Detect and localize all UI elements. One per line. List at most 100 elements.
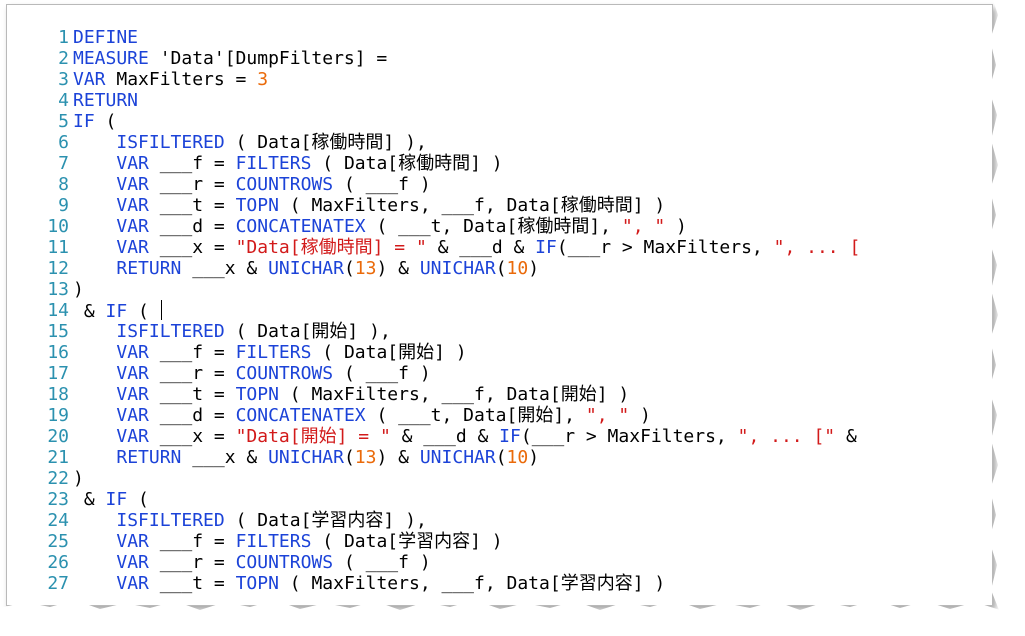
code-line[interactable]: 11 VAR ___x = "Data[稼働時間] = " & ___d & I… bbox=[21, 237, 981, 258]
code-token: & bbox=[73, 301, 106, 322]
code-token: ) bbox=[73, 468, 84, 489]
code-token: & ___d & bbox=[426, 237, 536, 258]
code-token bbox=[73, 573, 116, 594]
line-number: 8 bbox=[58, 174, 69, 195]
code-text: VAR ___t = TOPN ( MaxFilters, ___f, Data… bbox=[73, 573, 665, 594]
code-token: RETURN bbox=[73, 90, 139, 111]
line-number: 6 bbox=[58, 132, 69, 153]
code-line[interactable]: 12 RETURN ___x & UNICHAR(13) & UNICHAR(1… bbox=[21, 258, 981, 279]
line-number: 4 bbox=[58, 90, 69, 111]
code-token: ___x & bbox=[181, 258, 269, 279]
code-token: ( ___f ) bbox=[333, 552, 431, 573]
code-token: ___r = bbox=[148, 552, 236, 573]
line-number: 13 bbox=[47, 279, 69, 300]
code-text: IF ( bbox=[73, 111, 116, 132]
code-text: VAR ___r = COUNTROWS ( ___f ) bbox=[73, 552, 431, 573]
code-token: DEFINE bbox=[73, 27, 139, 48]
code-line[interactable]: 26 VAR ___r = COUNTROWS ( ___f ) bbox=[21, 552, 981, 573]
code-token: VAR bbox=[116, 237, 149, 258]
code-text: VAR ___x = "Data[開始] = " & ___d & IF(___… bbox=[73, 426, 857, 447]
code-token bbox=[73, 195, 116, 216]
code-token: ( bbox=[495, 447, 507, 468]
code-token: ___x = bbox=[148, 237, 236, 258]
code-token bbox=[73, 216, 116, 237]
code-line[interactable]: 25 VAR ___f = FILTERS ( Data[学習内容] ) bbox=[21, 531, 981, 552]
code-token: FILTERS bbox=[235, 531, 312, 552]
code-token: TOPN bbox=[235, 195, 279, 216]
line-number: 22 bbox=[47, 468, 69, 489]
line-number: 7 bbox=[58, 153, 69, 174]
code-line[interactable]: 6 ISFILTERED ( Data[稼働時間] ), bbox=[21, 132, 981, 153]
code-line[interactable]: 8 VAR ___r = COUNTROWS ( ___f ) bbox=[21, 174, 981, 195]
code-token: (___r > MaxFilters, bbox=[556, 237, 774, 258]
code-token: VAR bbox=[116, 531, 149, 552]
code-token: UNICHAR bbox=[419, 447, 496, 468]
code-token: IF bbox=[73, 111, 95, 132]
code-token: ISFILTERED bbox=[116, 510, 225, 531]
code-line[interactable]: 23 & IF ( bbox=[21, 489, 981, 510]
code-token bbox=[73, 405, 116, 426]
line-number: 3 bbox=[58, 69, 69, 90]
code-line[interactable]: 21 RETURN ___x & UNICHAR(13) & UNICHAR(1… bbox=[21, 447, 981, 468]
code-token: ) bbox=[528, 447, 540, 468]
code-token: 3 bbox=[257, 69, 269, 90]
code-token: IF bbox=[105, 489, 128, 510]
code-token: ___x & bbox=[181, 447, 269, 468]
code-token: VAR bbox=[116, 216, 149, 237]
line-number: 11 bbox=[47, 237, 69, 258]
code-line[interactable]: 10 VAR ___d = CONCATENATEX ( ___t, Data[… bbox=[21, 216, 981, 237]
code-token bbox=[73, 132, 116, 153]
code-token: ", " bbox=[621, 216, 666, 237]
code-line[interactable]: 20 VAR ___x = "Data[開始] = " & ___d & IF(… bbox=[21, 426, 981, 447]
code-token bbox=[73, 258, 116, 279]
line-number: 5 bbox=[58, 111, 69, 132]
code-line[interactable]: 22) bbox=[21, 468, 981, 489]
code-token: ( Data[開始] ), bbox=[224, 321, 391, 342]
code-token: & bbox=[73, 489, 106, 510]
code-token: "Data[開始] = " bbox=[235, 426, 391, 447]
code-token: ", ... [" bbox=[737, 426, 836, 447]
code-token: VAR bbox=[73, 69, 106, 90]
code-text: VAR MaxFilters = 3 bbox=[73, 69, 268, 90]
code-line[interactable]: 19 VAR ___d = CONCATENATEX ( ___t, Data[… bbox=[21, 405, 981, 426]
code-token: RETURN bbox=[116, 258, 182, 279]
code-token: FILTERS bbox=[235, 153, 312, 174]
code-token: ___t = bbox=[148, 384, 236, 405]
code-line[interactable]: 15 ISFILTERED ( Data[開始] ), bbox=[21, 321, 981, 342]
code-token: VAR bbox=[116, 426, 149, 447]
code-token: ISFILTERED bbox=[116, 321, 225, 342]
code-line[interactable]: 9 VAR ___t = TOPN ( MaxFilters, ___f, Da… bbox=[21, 195, 981, 216]
code-line[interactable]: 17 VAR ___r = COUNTROWS ( ___f ) bbox=[21, 363, 981, 384]
code-token bbox=[73, 531, 116, 552]
code-line[interactable]: 7 VAR ___f = FILTERS ( Data[稼働時間] ) bbox=[21, 153, 981, 174]
code-token: ___t = bbox=[148, 573, 236, 594]
line-number: 12 bbox=[47, 258, 69, 279]
code-line[interactable]: 27 VAR ___t = TOPN ( MaxFilters, ___f, D… bbox=[21, 573, 981, 594]
line-number: 19 bbox=[47, 405, 69, 426]
code-token: ___f = bbox=[148, 153, 236, 174]
code-text: ISFILTERED ( Data[稼働時間] ), bbox=[73, 132, 426, 153]
code-line[interactable]: 24 ISFILTERED ( Data[学習内容] ), bbox=[21, 510, 981, 531]
code-token: ) bbox=[629, 405, 651, 426]
code-line[interactable]: 18 VAR ___t = TOPN ( MaxFilters, ___f, D… bbox=[21, 384, 981, 405]
code-token bbox=[73, 174, 116, 195]
code-line[interactable]: 16 VAR ___f = FILTERS ( Data[開始] ) bbox=[21, 342, 981, 363]
code-token: ( bbox=[343, 447, 355, 468]
code-token: 10 bbox=[506, 447, 529, 468]
text-cursor bbox=[160, 300, 162, 320]
code-line[interactable]: 14 & IF ( bbox=[21, 300, 981, 322]
code-line[interactable]: 13) bbox=[21, 279, 981, 300]
code-text: VAR ___t = TOPN ( MaxFilters, ___f, Data… bbox=[73, 384, 629, 405]
code-token bbox=[73, 363, 116, 384]
code-token: CONCATENATEX bbox=[235, 405, 366, 426]
code-token: "Data[稼働時間] = " bbox=[235, 237, 427, 258]
code-token: & bbox=[835, 426, 857, 447]
code-token: ) bbox=[665, 216, 687, 237]
line-number: 20 bbox=[47, 426, 69, 447]
